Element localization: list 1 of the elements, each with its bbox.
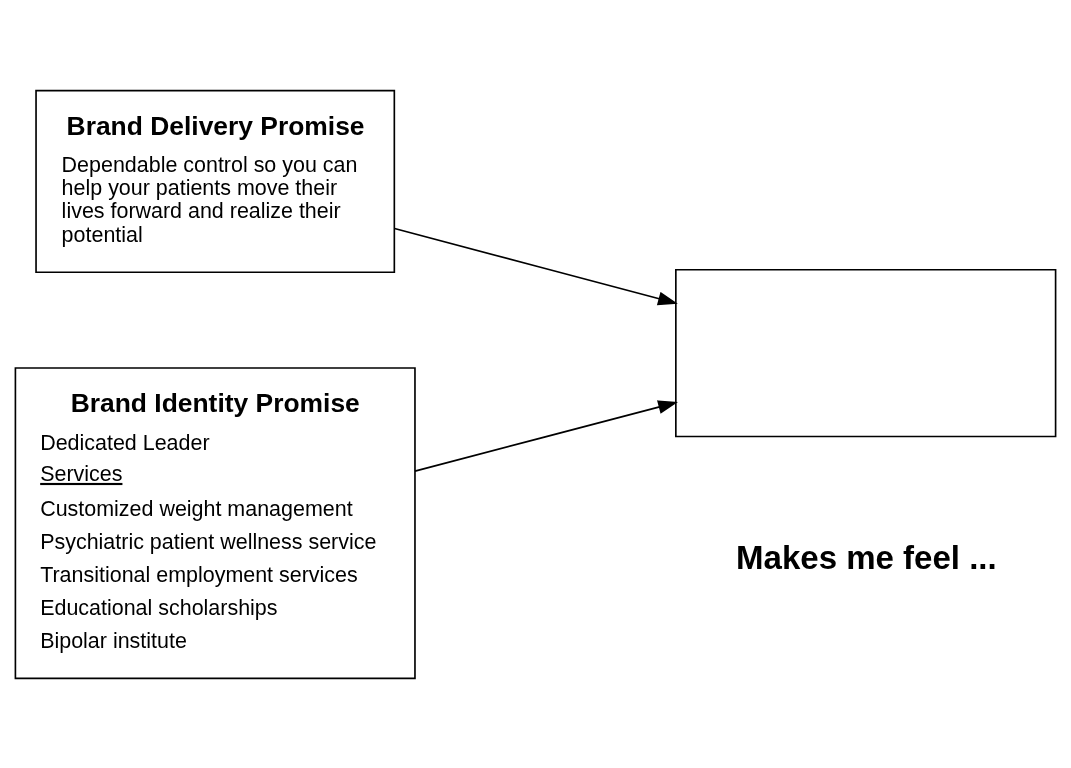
label: Makes me feel ... <box>736 538 997 576</box>
